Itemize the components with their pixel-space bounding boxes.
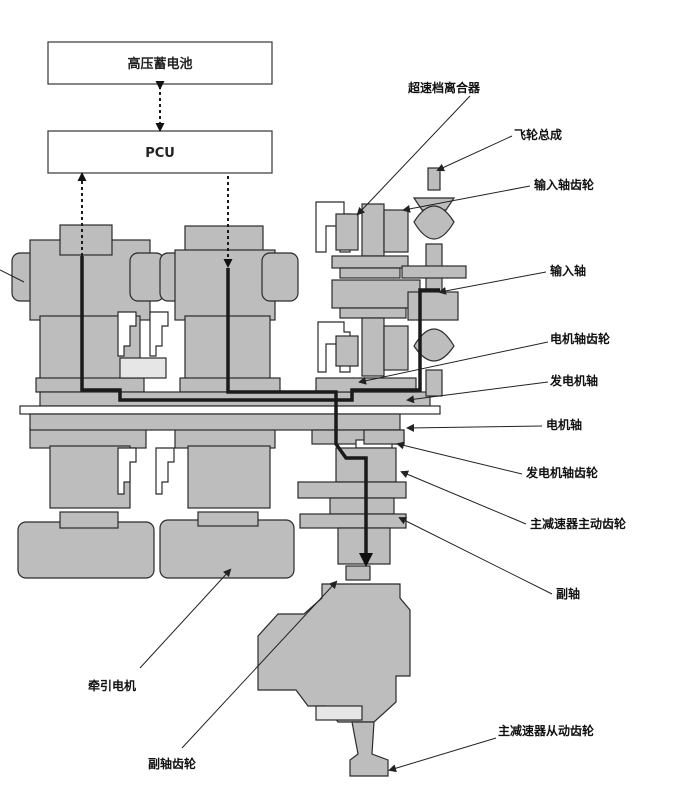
leader-motor-shaft [406,423,543,432]
pcu-box: PCU [47,130,273,174]
leader-input-shaft [438,271,547,295]
linkage-upper [117,311,169,379]
leader-final-driven-gear [388,737,497,773]
label-traction-motor: 牵引电机 [88,678,136,693]
linkage-lower [117,447,175,495]
input-gear-column [331,255,421,319]
flywheel-input-column [401,167,467,397]
power-flow-motor [226,268,373,567]
traction-motor-lower [159,427,295,579]
leader-motor-shaft-gear [358,341,549,385]
label-overdrive-clutch: 超速档离合器 [407,80,481,95]
shaft-assembly [19,391,441,431]
motor-shaft-clutch [315,317,417,393]
label-generator-shaft: 发电机轴 [549,373,598,388]
battery-label: 高压蓄电池 [127,56,192,72]
leader-traction-motor [139,568,232,669]
label-motor-shaft-gear: 电机轴齿轮 [550,331,611,346]
pcu-label: PCU [145,146,175,161]
label-countershaft: 副轴 [556,586,580,601]
leader-countershaft-gear [181,580,338,749]
leader-generator-shaft-gear [396,441,523,475]
traction-motor-upper [159,225,299,393]
label-final-driven-gear: 主减速器从动齿轮 [498,723,595,738]
battery-box: 高压蓄电池 [47,41,273,85]
label-input-gear: 输入轴齿轮 [534,177,595,192]
label-motor-shaft: 电机轴 [546,417,582,432]
label-final-drive-gear: 主减速器主动齿轮 [530,516,627,531]
differential-housing [257,565,411,777]
leader-input-gear [402,185,531,213]
leader-countershaft [398,517,553,595]
label-input-shaft: 输入轴 [550,263,586,278]
left-edge-leader [0,269,25,283]
countershaft-gears [297,447,407,565]
generator-shaft-gear [311,429,405,449]
overdrive-clutch-assembly [315,201,409,257]
leader-final-drive-gear [400,470,527,525]
leader-flywheel [436,135,513,172]
leader-overdrive-clutch [356,95,471,216]
power-flow-generator [80,256,440,402]
label-generator-shaft-gear: 发电机轴齿轮 [525,465,599,480]
label-countershaft-gear: 副轴齿轮 [148,756,197,771]
leader-generator-shaft [406,381,549,404]
label-flywheel: 飞轮总成 [514,127,562,142]
